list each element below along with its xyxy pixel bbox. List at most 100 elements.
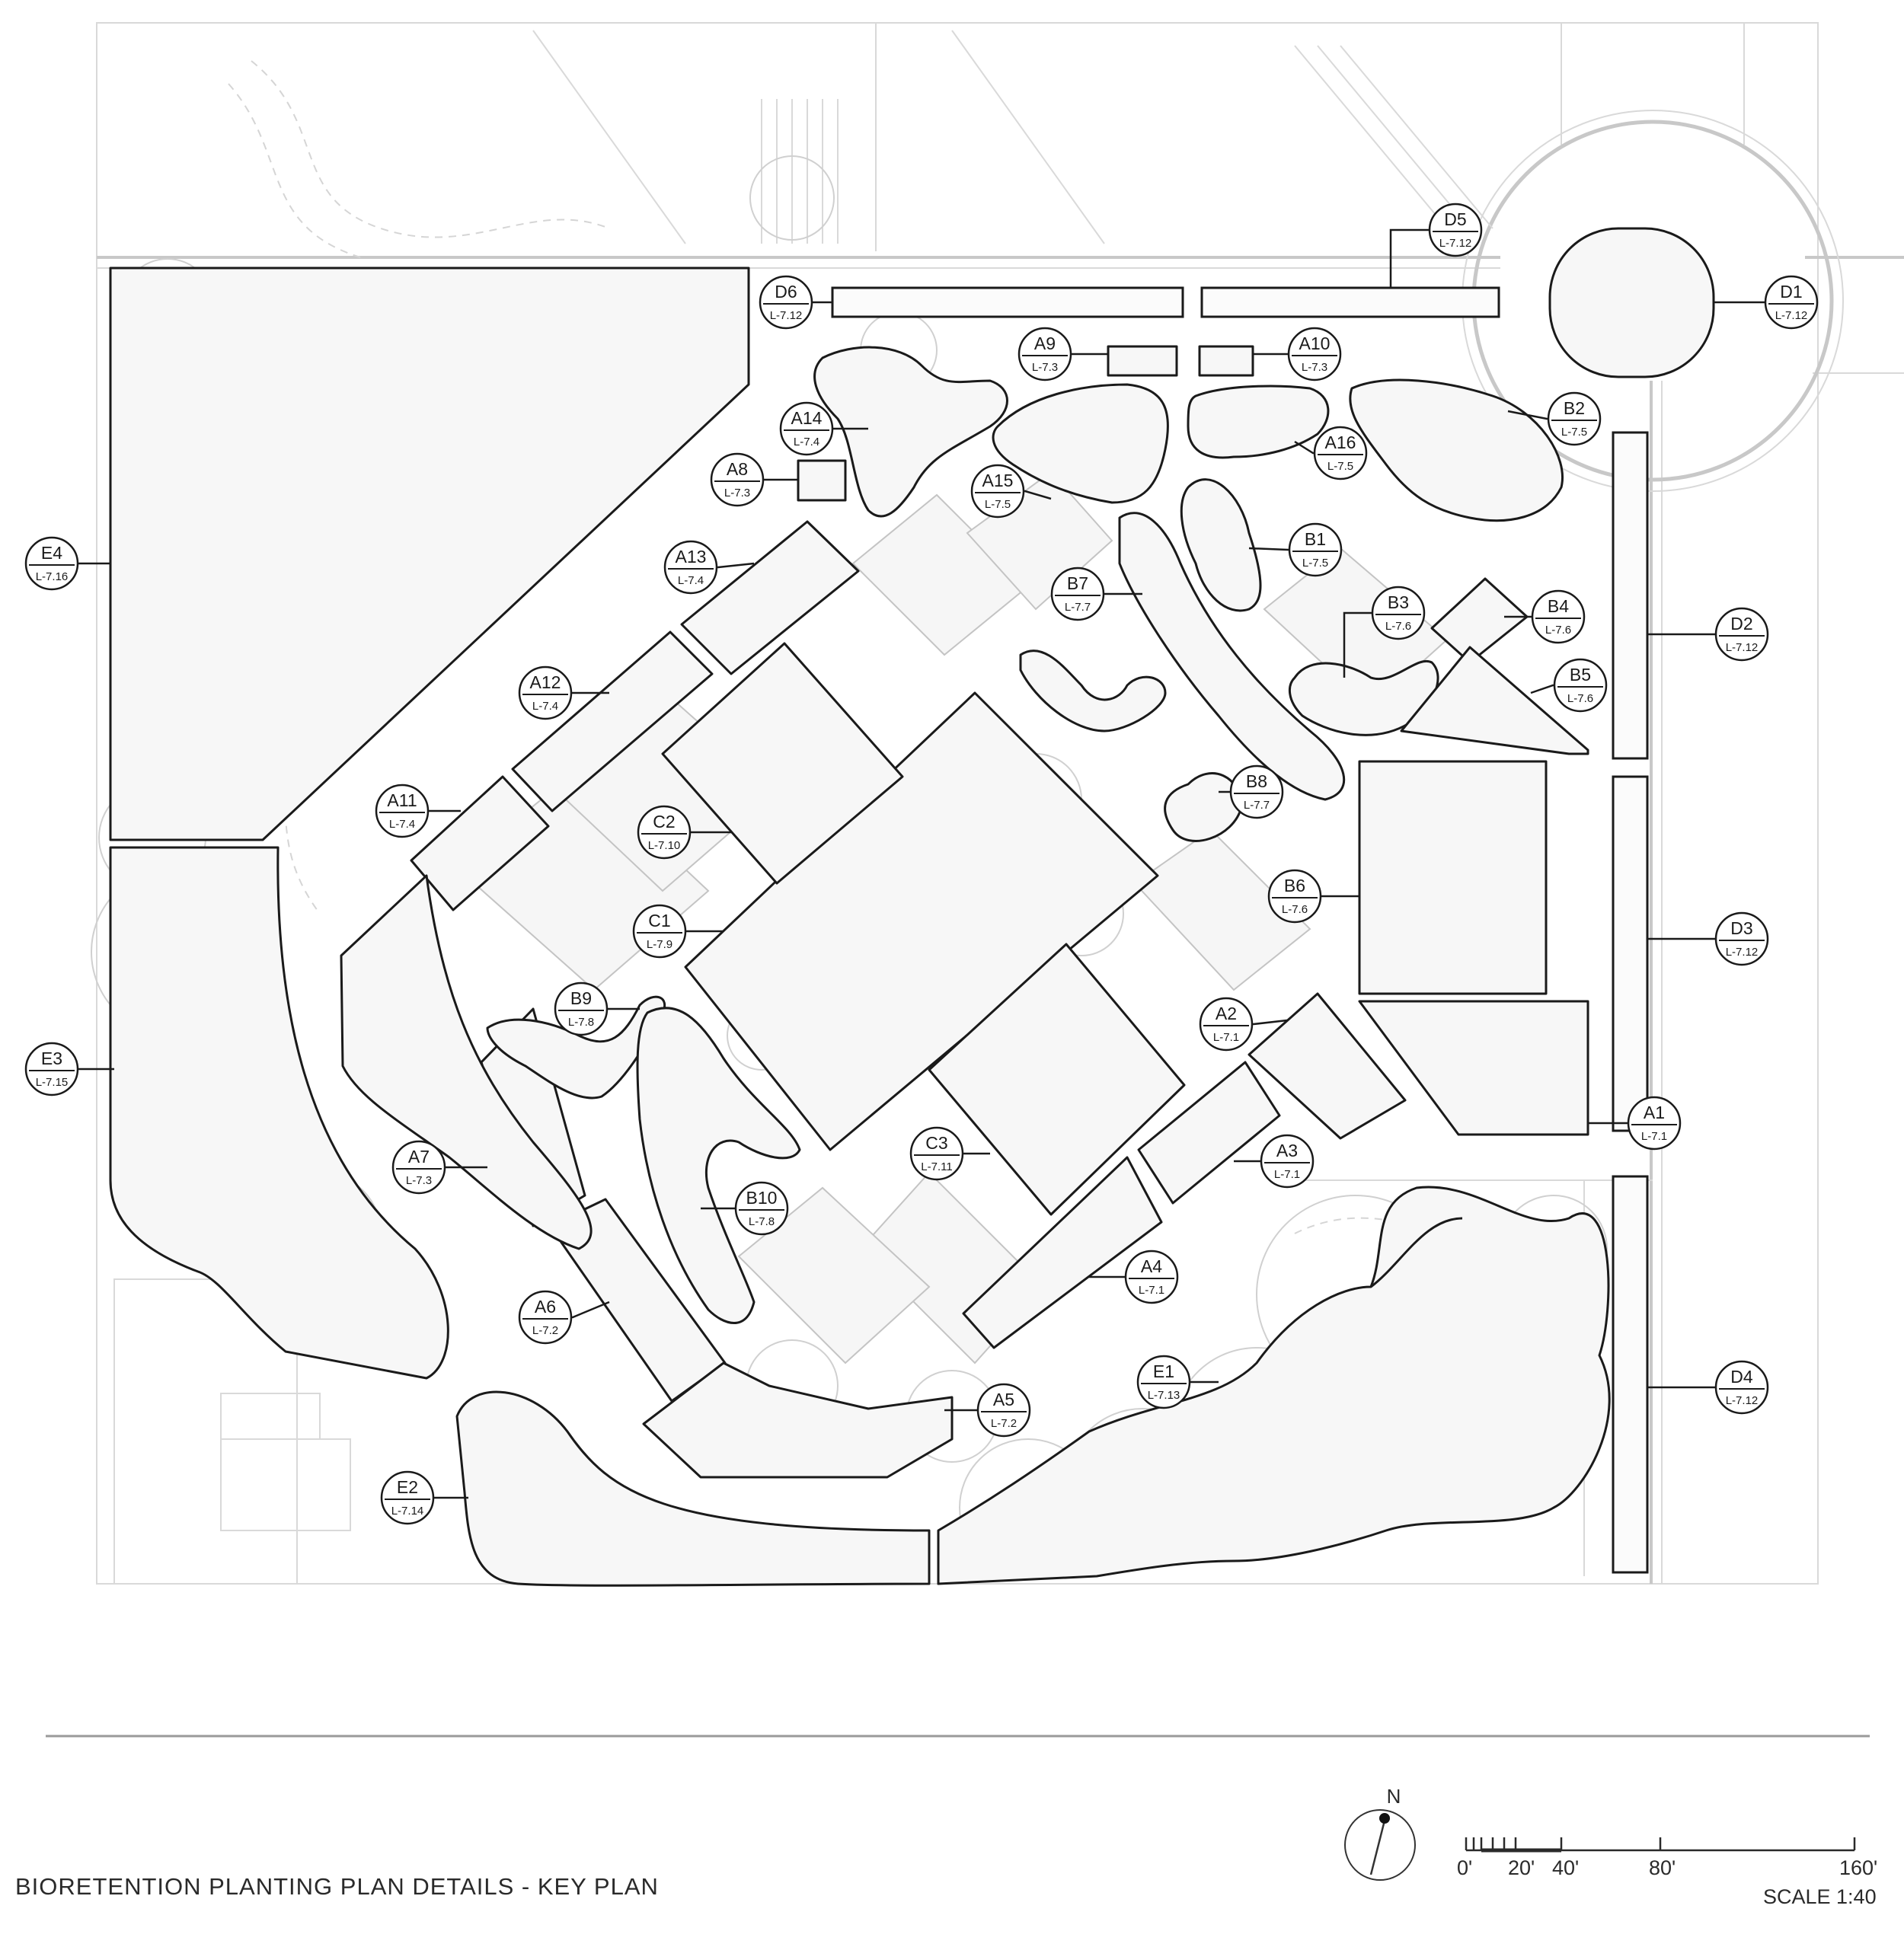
- callout-b5[interactable]: B5L-7.6: [1530, 658, 1608, 713]
- callout-id: D5: [1444, 209, 1466, 229]
- callout-circle: [1553, 658, 1608, 713]
- callout-b4[interactable]: B4L-7.6: [1504, 589, 1586, 644]
- callout-sheet-ref: L-7.10: [648, 839, 681, 852]
- callout-d5[interactable]: D5L-7.12: [1389, 203, 1483, 288]
- callout-sheet-ref: L-7.13: [1148, 1389, 1180, 1402]
- callout-d4[interactable]: D4L-7.12: [1647, 1360, 1769, 1415]
- callout-sheet-ref: L-7.4: [678, 574, 704, 587]
- scale-tick-40: 40': [1552, 1856, 1579, 1879]
- callout-b7[interactable]: B7L-7.7: [1050, 567, 1142, 621]
- bed-C3: [928, 943, 1186, 1216]
- callout-sheet-ref: L-7.3: [724, 487, 750, 500]
- callout-circle: [970, 464, 1025, 519]
- bed-B8: [1164, 772, 1243, 842]
- bed-D3: [1612, 775, 1649, 1132]
- callout-a9[interactable]: A9L-7.3: [1017, 327, 1108, 381]
- callout-b8[interactable]: B8L-7.7: [1219, 764, 1284, 819]
- callout-e2[interactable]: E2L-7.14: [380, 1470, 468, 1525]
- callout-a5[interactable]: A5L-7.2: [944, 1383, 1031, 1438]
- callout-b2[interactable]: B2L-7.5: [1507, 391, 1602, 446]
- callout-circle: [1260, 1134, 1315, 1189]
- callout-id: B2: [1564, 398, 1585, 418]
- callout-circle: [1313, 426, 1368, 480]
- callout-sheet-ref: L-7.8: [568, 1016, 594, 1029]
- callout-sheet-ref: L-7.12: [1726, 1394, 1759, 1407]
- callout-id: E3: [41, 1049, 62, 1068]
- callout-circle: [1764, 275, 1819, 330]
- callout-e3[interactable]: E3L-7.15: [24, 1042, 114, 1096]
- callout-id: E1: [1153, 1361, 1174, 1381]
- callout-d1[interactable]: D1L-7.12: [1714, 275, 1819, 330]
- callout-c3[interactable]: C3L-7.11: [909, 1126, 990, 1181]
- callout-circle: [1124, 1250, 1179, 1304]
- callout-d6[interactable]: D6L-7.12: [759, 275, 832, 330]
- callout-sheet-ref: L-7.14: [391, 1505, 424, 1518]
- callout-e1[interactable]: E1L-7.13: [1136, 1355, 1219, 1409]
- callout-sheet-ref: L-7.5: [1561, 426, 1587, 439]
- callout-circle: [1547, 391, 1602, 446]
- callout-tags: D5L-7.12D6L-7.12D1L-7.12A9L-7.3A10L-7.3A…: [24, 203, 1819, 1525]
- callout-circle: [1287, 327, 1342, 381]
- callout-id: D3: [1730, 918, 1752, 938]
- callout-id: B5: [1570, 665, 1591, 685]
- callout-circle: [24, 536, 79, 591]
- callout-id: A7: [408, 1147, 430, 1167]
- callout-sheet-ref: L-7.3: [1032, 361, 1058, 374]
- callout-sheet-ref: L-7.6: [1282, 903, 1308, 916]
- callout-id: A11: [387, 790, 417, 810]
- callout-c1[interactable]: C1L-7.9: [632, 904, 724, 959]
- callout-e4[interactable]: E4L-7.16: [24, 536, 110, 591]
- bed-B10: [636, 1007, 801, 1324]
- callout-id: A12: [530, 672, 561, 692]
- bed-A5: [642, 1361, 954, 1479]
- callout-id: A16: [1325, 432, 1356, 452]
- bed-C2: [661, 642, 904, 885]
- callout-circle: [1288, 522, 1343, 577]
- callout-sheet-ref: L-7.12: [1439, 237, 1472, 250]
- callout-id: D6: [775, 282, 797, 302]
- callout-sheet-ref: L-7.3: [1302, 361, 1327, 374]
- callout-a2[interactable]: A2L-7.1: [1199, 997, 1288, 1052]
- callout-sheet-ref: L-7.1: [1274, 1168, 1300, 1181]
- bed-A8: [797, 459, 847, 502]
- callout-b6[interactable]: B6L-7.6: [1267, 869, 1359, 924]
- callout-a1[interactable]: A1L-7.1: [1588, 1096, 1682, 1151]
- callout-b9[interactable]: B9L-7.8: [554, 981, 640, 1036]
- callout-circle: [1229, 764, 1284, 819]
- callout-b3[interactable]: B3L-7.6: [1343, 586, 1426, 678]
- callout-a7[interactable]: A7L-7.3: [391, 1140, 487, 1195]
- callout-sheet-ref: L-7.5: [1302, 557, 1328, 570]
- callout-sheet-ref: L-7.2: [532, 1324, 558, 1337]
- callout-circle: [1714, 911, 1769, 966]
- callout-a8[interactable]: A8L-7.3: [710, 452, 798, 507]
- callout-circle: [663, 540, 718, 595]
- callout-a6[interactable]: A6L-7.2: [518, 1290, 610, 1345]
- bioretention-beds: [109, 227, 1715, 1587]
- callout-sheet-ref: L-7.15: [36, 1076, 69, 1089]
- bed-E1: [937, 1186, 1611, 1585]
- callout-sheet-ref: L-7.4: [389, 818, 415, 831]
- scale-tick-160: 160': [1839, 1856, 1877, 1879]
- callout-d2[interactable]: D2L-7.12: [1647, 607, 1769, 662]
- callout-d3[interactable]: D3L-7.12: [1647, 911, 1769, 966]
- callout-a4[interactable]: A4L-7.1: [1089, 1250, 1179, 1304]
- callout-id: E4: [41, 543, 62, 563]
- parking-stripes: [532, 23, 1493, 251]
- bed-E3: [109, 846, 449, 1380]
- graphic-scale: 0' 20' 40' 80' 160' SCALE 1:40: [1457, 1837, 1877, 1908]
- callout-a3[interactable]: A3L-7.1: [1234, 1134, 1315, 1189]
- bed-A9: [1107, 345, 1178, 377]
- callout-circle: [391, 1140, 446, 1195]
- callout-b1[interactable]: B1L-7.5: [1248, 522, 1343, 577]
- callout-id: A8: [727, 459, 748, 479]
- callout-c2[interactable]: C2L-7.10: [637, 805, 731, 860]
- bed-B5: [1400, 646, 1589, 755]
